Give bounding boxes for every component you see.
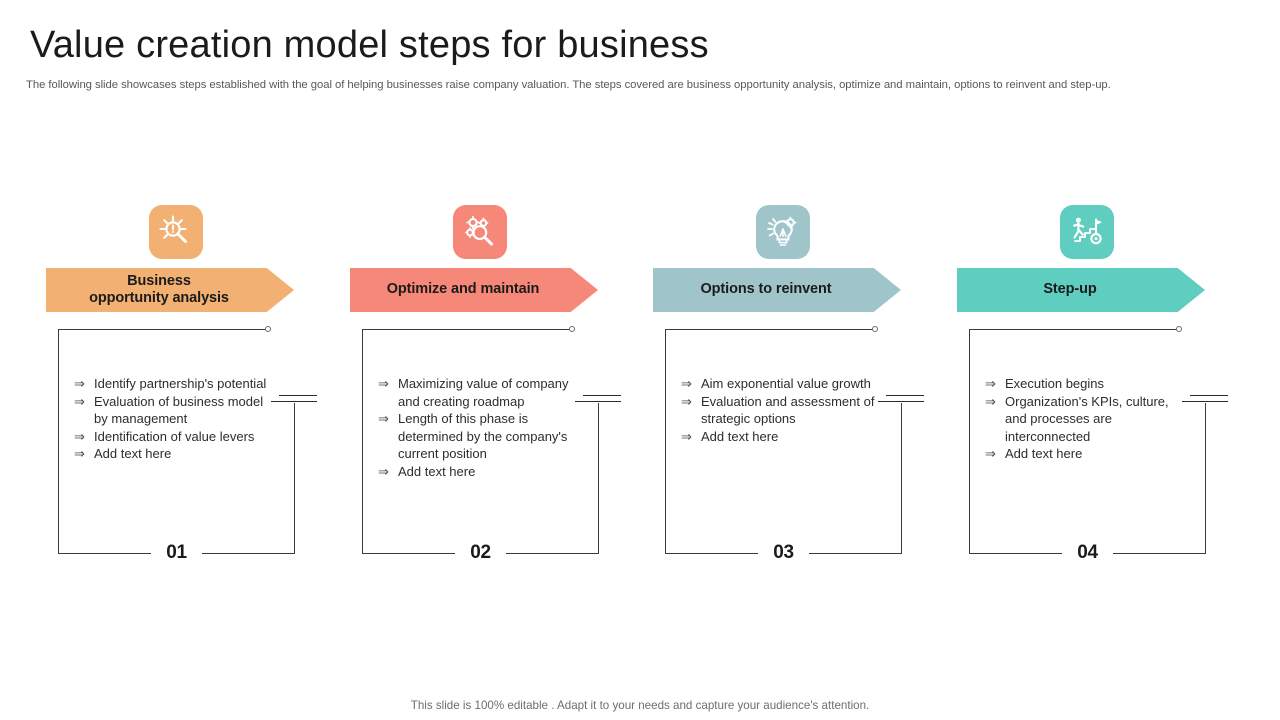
step-3-number: 03 [773, 542, 794, 563]
box-border-top [58, 329, 267, 330]
step-1-body-box: 01 ⇒ Identify partnership's potential ⇒ Ev… [58, 326, 317, 563]
list-item-text: Add text here [398, 463, 476, 479]
t-connector-icon [878, 395, 924, 405]
bullet-arrow-icon: ⇒ [74, 376, 85, 391]
bullet-arrow-icon: ⇒ [378, 411, 389, 426]
list-item: ⇒ Execution begins [985, 375, 1181, 393]
bullet-arrow-icon: ⇒ [681, 376, 692, 391]
connector-dot-icon [1176, 326, 1182, 332]
step-4-body-box: 04 ⇒ Execution begins ⇒ Organization's KPI… [969, 326, 1228, 563]
person-climbing-goal-icon [1069, 214, 1105, 250]
gears-magnifier-icon [462, 214, 498, 250]
list-item-text: Length of this phase is determined by th… [398, 411, 568, 461]
box-border-right [598, 403, 599, 554]
step-2-bullet-list: ⇒ Maximizing value of company and creatin… [378, 375, 574, 480]
step-4-bullet-list: ⇒ Execution begins ⇒ Organization's KPIs, … [985, 375, 1181, 463]
list-item: ⇒ Identification of value levers [74, 428, 270, 446]
step-3-body-box: 03 ⇒ Aim exponential value growth ⇒ Evalua… [665, 326, 924, 563]
box-border-bottom-left [665, 553, 758, 554]
page-subtitle: The following slide showcases steps esta… [26, 79, 1111, 91]
list-item-text: Evaluation of business model by manageme… [94, 393, 264, 427]
step-3-icon-tile [756, 205, 810, 259]
box-border-bottom-right [809, 553, 902, 554]
step-1-bullet-list: ⇒ Identify partnership's potential ⇒ Evalu… [74, 375, 270, 463]
box-border-right [294, 403, 295, 554]
list-item-text: Add text here [94, 446, 172, 461]
box-border-left [58, 329, 59, 554]
list-item-text: Evaluation and assessment of strategic o… [701, 393, 875, 427]
bullet-arrow-icon: ⇒ [985, 376, 996, 391]
step-1-number: 01 [166, 542, 187, 563]
step-1-icon-tile [149, 205, 203, 259]
bullet-arrow-icon: ⇒ [74, 393, 85, 409]
step-4-banner-label: Step-up [1043, 281, 1097, 298]
list-item-text: Identification of value levers [94, 428, 255, 444]
list-item: ⇒ Evaluation of business model by managem… [74, 393, 270, 428]
bullet-arrow-icon: ⇒ [378, 463, 389, 479]
box-border-bottom-right [506, 553, 599, 554]
list-item: ⇒ Aim exponential value growth [681, 375, 877, 393]
footer-note: This slide is 100% editable . Adapt it t… [410, 699, 870, 712]
list-item: ⇒ Add text here [985, 445, 1181, 463]
connector-dot-icon [872, 326, 878, 332]
t-connector-icon [1182, 395, 1228, 405]
box-border-bottom-left [58, 553, 151, 554]
box-border-bottom-right [1113, 553, 1206, 554]
list-item: ⇒ Maximizing value of company and creatin… [378, 375, 574, 410]
box-border-right [1205, 403, 1206, 554]
bullet-arrow-icon: ⇒ [378, 376, 389, 391]
list-item-text: Identify partnership's potential [94, 376, 267, 391]
bullet-arrow-icon: ⇒ [74, 446, 85, 461]
step-2-banner-label: Optimize and maintain [386, 281, 540, 298]
list-item-text: Add text here [1005, 446, 1083, 461]
page-title: Value creation model steps for business [30, 24, 709, 66]
list-item: ⇒ Add text here [681, 428, 877, 446]
step-4-number: 04 [1077, 542, 1098, 563]
list-item-text: Maximizing value of company and creating… [398, 376, 569, 409]
step-2-body-box: 02 ⇒ Maximizing value of company and crea… [362, 326, 621, 563]
step-3-banner-label: Options to reinvent [700, 281, 832, 298]
list-item: ⇒ Evaluation and assessment of strategic … [681, 393, 877, 428]
box-border-bottom-right [202, 553, 295, 554]
list-item: ⇒ Identify partnership's potential [74, 375, 270, 393]
connector-dot-icon [265, 326, 271, 332]
lightbulb-gear-icon [765, 214, 801, 250]
box-border-left [969, 329, 970, 554]
step-2-icon-tile [453, 205, 507, 259]
bullet-arrow-icon: ⇒ [74, 428, 85, 444]
bullet-arrow-icon: ⇒ [681, 393, 692, 409]
box-border-right [901, 403, 902, 554]
list-item-text: Add text here [701, 428, 779, 444]
t-connector-icon [271, 395, 317, 405]
box-border-bottom-left [969, 553, 1062, 554]
bullet-arrow-icon: ⇒ [985, 393, 996, 409]
bullet-arrow-icon: ⇒ [681, 428, 692, 444]
list-item-text: Organization's KPIs, culture, and proces… [1005, 393, 1169, 444]
box-border-top [362, 329, 571, 330]
list-item-text: Execution begins [1005, 376, 1105, 391]
step-4-banner[interactable]: Step-up [957, 268, 1205, 312]
box-border-top [665, 329, 874, 330]
box-border-bottom-left [362, 553, 455, 554]
list-item: ⇒ Add text here [378, 463, 574, 481]
bullet-arrow-icon: ⇒ [985, 446, 996, 461]
step-2-banner[interactable]: Optimize and maintain [350, 268, 598, 312]
box-border-top [969, 329, 1178, 330]
list-item-text: Aim exponential value growth [701, 376, 871, 391]
step-3-bullet-list: ⇒ Aim exponential value growth ⇒ Evaluatio… [681, 375, 877, 445]
connector-dot-icon [569, 326, 575, 332]
step-3-banner[interactable]: Options to reinvent [653, 268, 901, 312]
list-item: ⇒ Length of this phase is determined by t… [378, 410, 574, 463]
step-2-number: 02 [470, 542, 491, 563]
magnifier-insight-icon [158, 214, 194, 250]
step-4-icon-tile [1060, 205, 1114, 259]
list-item: ⇒ Add text here [74, 445, 270, 463]
box-border-left [665, 329, 666, 554]
box-border-left [362, 329, 363, 554]
t-connector-icon [575, 395, 621, 405]
list-item: ⇒ Organization's KPIs, culture, and proce… [985, 393, 1181, 446]
